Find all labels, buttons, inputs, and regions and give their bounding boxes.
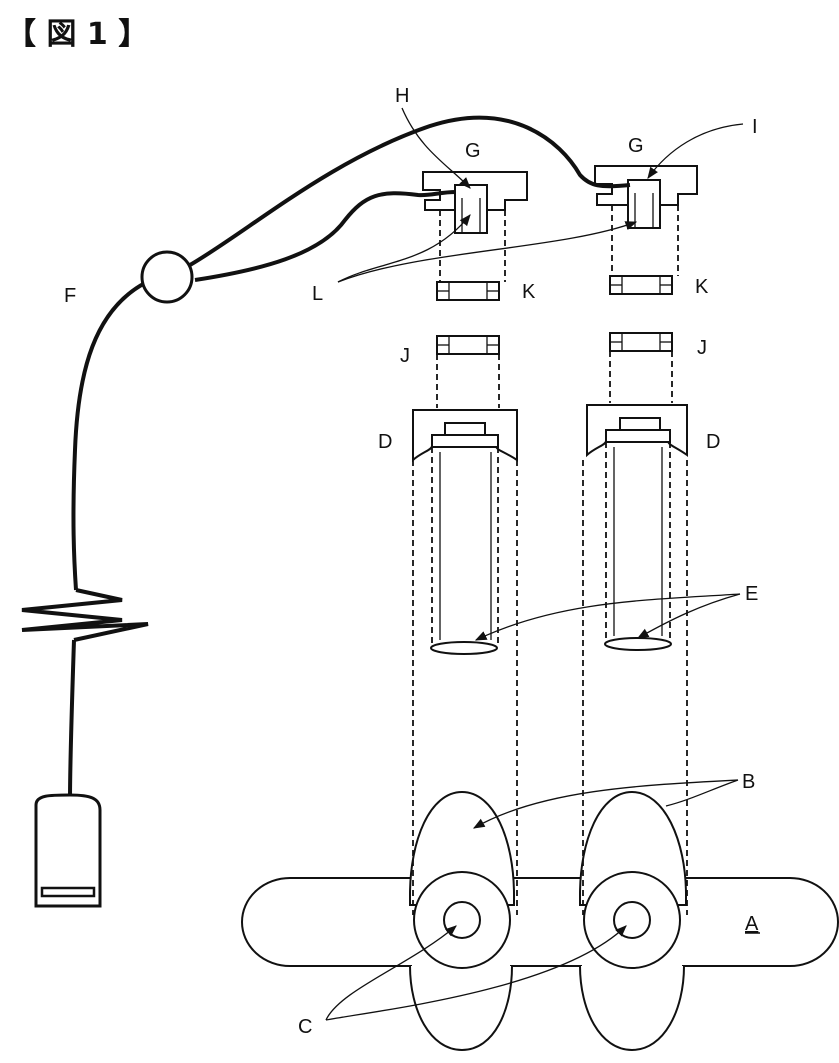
label-g-left: G — [465, 140, 481, 162]
label-e: E — [745, 583, 758, 605]
label-j-left: J — [400, 345, 410, 367]
label-k-left: K — [522, 281, 536, 303]
ring-c-right — [584, 872, 680, 968]
label-h: H — [395, 85, 409, 107]
figure-title: 【 図 1 】 — [6, 17, 148, 52]
connector-j-right — [610, 333, 672, 403]
label-b: B — [742, 771, 755, 793]
connector-j-left — [437, 336, 499, 408]
label-l: L — [312, 283, 323, 305]
label-f: F — [64, 285, 76, 307]
cable-f — [22, 118, 630, 800]
junction-node — [142, 252, 192, 302]
label-d-left: D — [378, 431, 392, 453]
label-g-right: G — [628, 135, 644, 157]
device-box — [36, 795, 100, 906]
housing-g-left — [423, 172, 527, 233]
housing-g-right — [595, 166, 697, 228]
connector-k-left — [437, 282, 499, 300]
connector-k-right — [610, 276, 672, 294]
label-d-right: D — [706, 431, 720, 453]
label-i: I — [752, 116, 758, 138]
label-c: C — [298, 1016, 312, 1038]
ring-c-left — [414, 872, 510, 968]
label-j-right: J — [697, 337, 707, 359]
label-k-right: K — [695, 276, 709, 298]
label-a: A — [745, 913, 759, 935]
base-plate-a — [242, 878, 838, 1050]
holder-d-right — [587, 405, 687, 650]
holder-d-left — [413, 410, 517, 654]
